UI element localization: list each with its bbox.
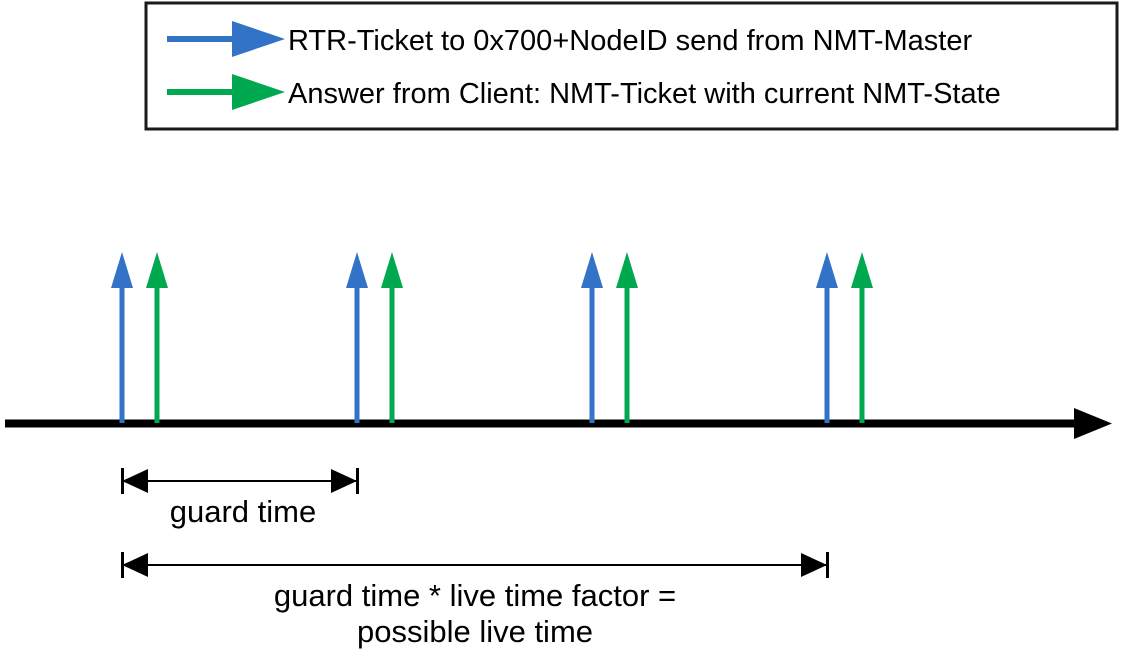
master-rtr-arrow-3 [581,252,603,423]
green-right-arrow-icon [167,74,285,110]
guard-time-label: guard time [170,494,316,529]
legend: RTR-Ticket to 0x700+NodeID send from NMT… [144,1,1119,131]
possible-live-time-measure: guard time * live time factor = possible… [121,552,829,649]
blue-right-arrow-icon [167,21,285,57]
time-axis [5,408,1112,439]
master-rtr-arrow-2 [346,252,368,423]
guard-time-arrow-left-icon [122,469,148,493]
live-time-label-line-2: possible live time [357,614,593,649]
right-arrow-head-icon [1074,408,1112,439]
master-rtr-arrow-4 [816,252,838,423]
client-answer-arrow-2 [381,252,403,423]
guard-time-measure: guard time [121,468,359,529]
live-time-arrow-left-icon [122,553,148,577]
event-pair-3 [581,252,638,423]
legend-entry-master: RTR-Ticket to 0x700+NodeID send from NMT… [167,21,972,57]
event-pair-4 [816,252,873,423]
client-answer-arrow-4 [851,252,873,423]
live-time-arrow-right-icon [801,553,827,577]
legend-label-client: Answer from Client: NMT-Ticket with curr… [288,78,1001,110]
client-answer-arrow-3 [616,252,638,423]
master-rtr-arrow-1 [111,252,133,423]
client-answer-arrow-1 [146,252,168,423]
legend-border [144,1,1119,131]
legend-entry-client: Answer from Client: NMT-Ticket with curr… [167,74,1001,110]
guard-time-arrow-right-icon [331,469,357,493]
event-pair-2 [346,252,403,423]
live-time-label-line-1: guard time * live time factor = [274,578,676,613]
event-pair-1 [111,252,168,423]
legend-label-master: RTR-Ticket to 0x700+NodeID send from NMT… [288,25,972,57]
